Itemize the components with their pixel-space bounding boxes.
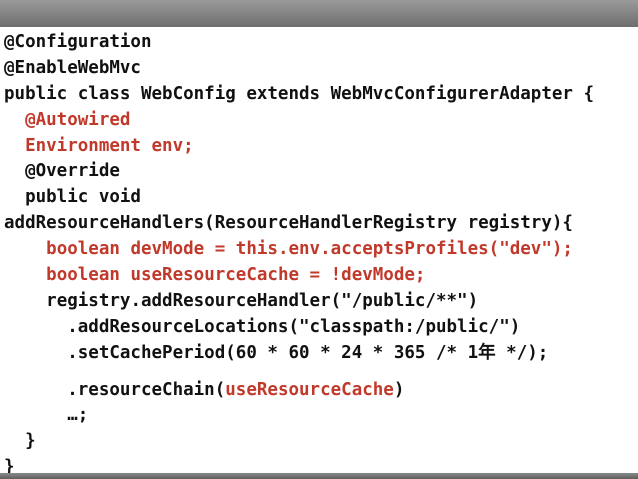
top-title-bar [0,0,638,27]
code-line: @Configuration [4,30,636,56]
code-token: .addResourceLocations("classpath:/public… [67,316,521,337]
code-line: boolean useResourceCache = !devMode; [4,263,636,289]
code-line: } [4,429,636,455]
code-line: .setCachePeriod(60 * 60 * 24 * 365 /* 1年… [4,341,636,367]
code-token-highlighted: Environment env; [25,135,194,156]
code-token: @Override [25,161,120,182]
code-line: registry.addResourceHandler("/public/**"… [4,289,636,315]
code-token: …; [67,405,89,426]
code-token: ) [393,379,405,400]
code-indent [4,136,25,156]
code-line: public void [4,185,636,211]
code-token: .setCachePeriod(60 * 60 * 24 * 365 /* 1年… [67,342,549,363]
code-token: @Configuration [4,32,152,52]
code-indent [4,291,46,311]
code-line: …; [4,403,636,429]
code-line-gap [4,367,636,378]
code-token: public class WebConfig extends WebMvcCon… [4,83,595,104]
code-line: boolean devMode = this.env.acceptsProfil… [4,237,636,263]
code-line: Environment env; [4,134,636,160]
code-indent [4,317,67,337]
code-line: addResourceHandlers(ResourceHandlerRegis… [4,211,636,237]
code-token: .resourceChain( [67,379,226,400]
code-token: addResourceHandlers(ResourceHandlerRegis… [4,213,573,234]
code-token-highlighted: @Autowired [25,109,131,130]
code-line: .addResourceLocations("classpath:/public… [4,315,636,341]
code-line: .resourceChain(useResourceCache) [4,378,636,404]
code-indent [4,431,25,451]
code-indent [4,161,25,181]
code-token: } [25,431,36,452]
code-token: public void [25,187,141,208]
code-token: @EnableWebMvc [4,57,141,78]
code-token: registry.addResourceHandler("/public/**"… [46,290,479,311]
code-indent [4,239,46,259]
code-token-highlighted: boolean devMode = this.env.acceptsProfil… [46,239,573,260]
code-token-highlighted: boolean useResourceCache = !devMode; [46,265,426,286]
code-indent [4,110,25,130]
code-line: @EnableWebMvc [4,56,636,82]
code-indent [4,265,46,285]
code-indent [4,187,25,207]
code-line: } [4,455,636,479]
code-token-highlighted: useResourceCache [225,379,394,400]
code-indent [4,380,67,400]
code-indent [4,343,67,363]
code-indent [4,405,67,425]
code-token: } [4,457,15,478]
code-line: @Override [4,159,636,185]
code-line: public class WebConfig extends WebMvcCon… [4,82,636,108]
bottom-bar [0,473,638,479]
code-block: @Configuration @EnableWebMvc public class … [4,30,636,479]
code-line: @Autowired [4,108,636,134]
